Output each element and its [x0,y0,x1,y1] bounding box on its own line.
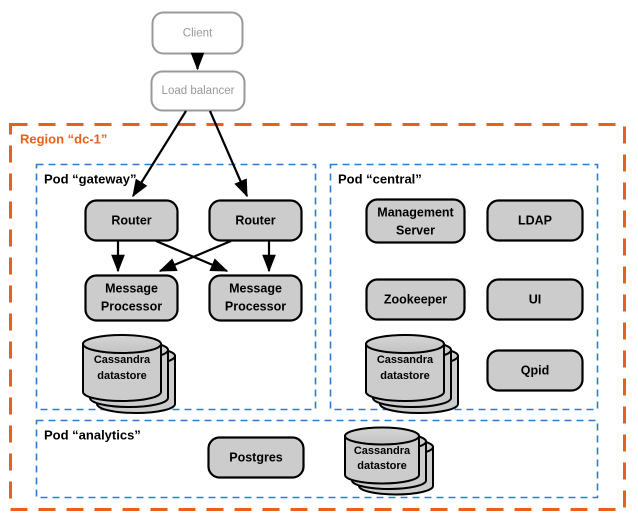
node-load-balancer[interactable]: Load balancer [150,70,246,112]
node-qpid[interactable]: Qpid [486,349,584,392]
node-router-2-shape[interactable] [208,199,303,242]
node-zookeeper-shape[interactable] [365,278,466,321]
pod-central-label-backdrop [336,169,454,189]
pod-analytics-label-backdrop [42,425,170,445]
node-load-balancer-label: Load balancer [162,85,235,97]
region-border [9,123,626,511]
node-cassandra-central-label-line1: Cassandra [377,354,434,366]
node-zookeeper[interactable]: Zookeeper [365,278,466,321]
node-cassandra-analytics-label-line1: Cassandra [354,445,411,457]
pod-analytics-border [35,419,599,499]
node-cassandra-gateway[interactable]: Cassandra datastore [82,334,176,414]
node-message-processor-2-label-line1: Message [229,281,282,295]
node-ui-label: UI [529,292,542,306]
node-qpid-label: Qpid [521,363,549,377]
node-management-server-label-line2: Server [396,223,435,237]
node-postgres-shape[interactable] [207,436,305,479]
node-cassandra-gateway-label-line2: datastore [97,370,147,382]
pod-analytics: Pod “analytics” Postgres Cassandra datas… [35,419,599,499]
node-postgres[interactable]: Postgres [207,436,305,479]
node-cassandra-central-label-line2: datastore [380,370,430,382]
node-message-processor-1-label-line1: Message [105,281,158,295]
node-cassandra-gateway-label-line1: Cassandra [94,354,151,366]
region-label-backdrop [18,128,150,150]
node-client-label: Client [183,28,213,40]
arrow-load-balancer-to-router-1 [132,110,187,198]
pod-gateway: Pod “gateway” Router Router Message Proc… [35,163,317,414]
node-ldap-label: LDAP [518,213,552,227]
node-message-processor-2-label-line2: Processor [225,299,286,313]
node-management-server-label-line1: Management [377,205,454,219]
node-router-2-label: Router [235,213,275,227]
node-ldap[interactable]: LDAP [486,199,584,242]
arrow-router-2-to-message-processor-1 [158,239,232,273]
node-message-processor-1[interactable]: Message Processor [84,274,179,322]
pod-gateway-border [35,163,317,411]
node-ldap-shape[interactable] [486,199,584,242]
node-ui-shape[interactable] [486,278,584,321]
node-cassandra-analytics-label-line2: datastore [357,460,407,472]
cassandra-analytics-cyl-front[interactable] [344,426,420,485]
node-cassandra-central[interactable]: Cassandra datastore [365,334,459,414]
pod-central: Pod “central” Management Server LDAP Zoo… [329,163,599,414]
cassandra-central-cyl-front[interactable] [365,334,445,402]
node-management-server[interactable]: Management Server [365,198,466,244]
node-ui[interactable]: UI [486,278,584,321]
arrow-router-1-to-message-processor-2 [155,239,229,273]
node-message-processor-2-shape[interactable] [208,274,303,322]
node-message-processor-1-label-line2: Processor [101,299,162,313]
node-management-server-shape[interactable] [365,198,466,244]
node-router-1-shape[interactable] [84,199,179,242]
node-router-1-label: Router [111,213,151,227]
pod-analytics-label: Pod “analytics” [44,427,141,442]
node-zookeeper-label: Zookeeper [384,292,447,306]
pod-central-border [329,163,599,411]
pod-gateway-label: Pod “gateway” [44,171,136,186]
pod-central-label: Pod “central” [338,171,422,186]
node-client[interactable]: Client [151,11,244,55]
region-label: Region “dc-1” [20,131,107,146]
cassandra-gateway-cyl-front[interactable] [82,334,162,402]
node-qpid-shape[interactable] [486,349,584,392]
connection-arrows [111,52,276,273]
node-message-processor-2[interactable]: Message Processor [208,274,303,322]
arrow-load-balancer-to-router-2 [208,110,249,198]
node-message-processor-1-shape[interactable] [84,274,179,322]
region-dc-1: Region “dc-1” [9,123,626,511]
node-cassandra-analytics[interactable]: Cassandra datastore [344,426,434,496]
node-load-balancer-shape[interactable] [150,70,246,112]
node-router-2[interactable]: Router [208,199,303,242]
node-router-1[interactable]: Router [84,199,179,242]
node-postgres-label: Postgres [229,450,283,464]
